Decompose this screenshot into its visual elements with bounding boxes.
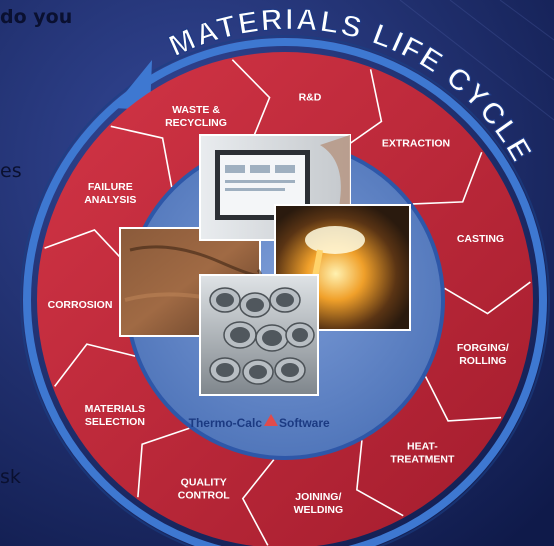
stage-label: HEAT-TREATMENT bbox=[390, 441, 455, 466]
stage-label: WASTE &RECYCLING bbox=[165, 104, 227, 129]
stage-separator bbox=[44, 229, 130, 267]
stage-label: CASTING bbox=[457, 233, 504, 245]
stage-separator bbox=[444, 281, 531, 315]
stage-label: EXTRACTION bbox=[382, 137, 450, 149]
stage-separator bbox=[54, 343, 136, 387]
stage-label: FORGING/ROLLING bbox=[457, 342, 509, 367]
thermo-calc-logo: Thermo-Calc Software bbox=[189, 414, 330, 430]
stage-separator bbox=[241, 459, 275, 546]
side-text-middle: es bbox=[0, 160, 22, 182]
stage-separator bbox=[110, 125, 173, 188]
side-text-bottom: sk bbox=[0, 466, 21, 488]
stage-separator bbox=[231, 59, 271, 145]
triangle-logo-icon bbox=[264, 414, 278, 426]
steel-pipes-photo bbox=[199, 274, 319, 396]
stage-separator bbox=[424, 376, 502, 422]
stage-separator bbox=[412, 151, 483, 205]
stage-separators bbox=[44, 59, 531, 546]
stage-label: CORROSION bbox=[48, 299, 113, 311]
brand-name: Thermo-Calc bbox=[189, 416, 263, 430]
stage-label: JOINING/WELDING bbox=[294, 491, 344, 516]
side-text-top: do you bbox=[0, 6, 73, 28]
stage-separator bbox=[355, 440, 404, 517]
brand-suffix: Software bbox=[279, 416, 330, 430]
stage-separator bbox=[137, 427, 190, 498]
stage-label: R&D bbox=[299, 92, 322, 104]
stage-labels: R&D EXTRACTION CASTING FORGING/ROLLING HEAT-… bbox=[48, 92, 509, 516]
cycle-arrow bbox=[20, 35, 550, 546]
stage-separator bbox=[340, 69, 383, 151]
